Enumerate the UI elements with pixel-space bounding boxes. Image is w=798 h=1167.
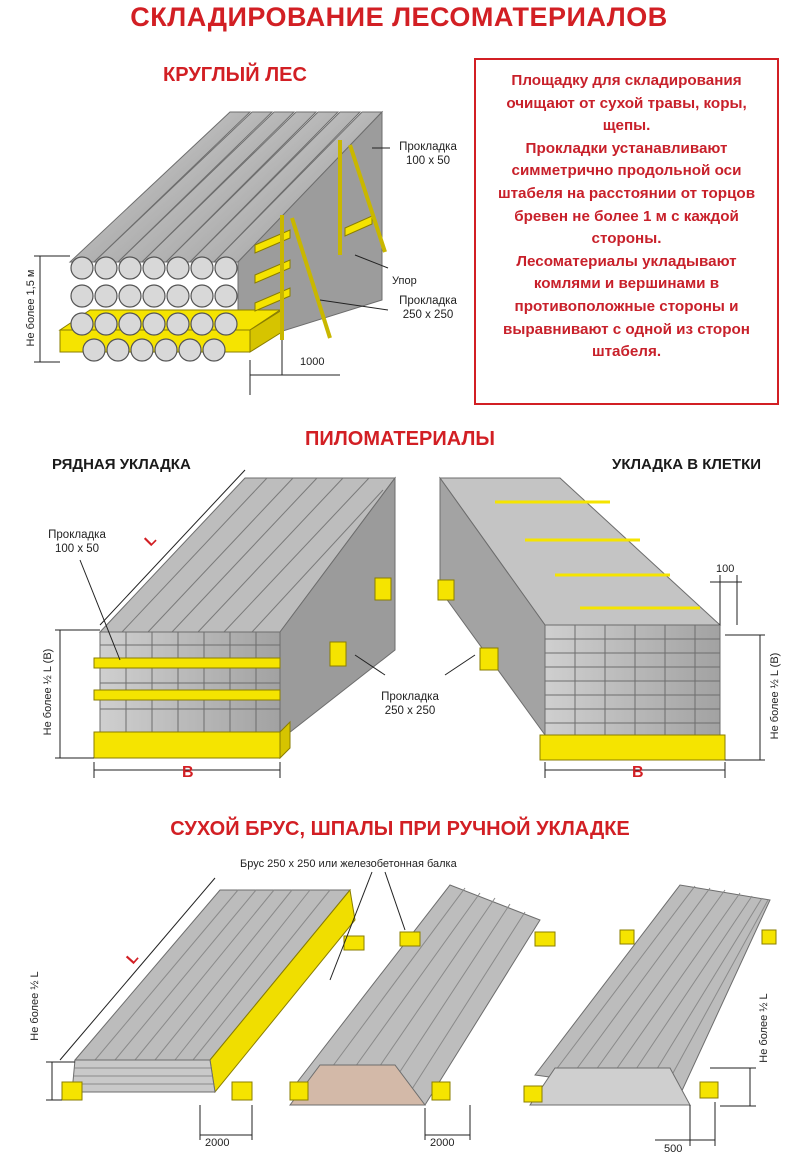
note-paragraph: Прокладки устанавливают симметрично прод… (497, 139, 756, 248)
row-stacking-title: РЯДНАЯ УКЛАДКА (52, 456, 191, 473)
label-B-right: B (632, 764, 644, 781)
label-pad-250x250: Прокладка 250 x 250 (399, 295, 457, 321)
dim-100: 100 (716, 563, 735, 575)
beam-stack-3 (523, 884, 777, 1106)
beam-stack-1 (61, 888, 365, 1101)
round-timber-stack (34, 110, 390, 395)
dim-1000: 1000 (300, 356, 325, 368)
note-paragraph: Площадку для складирования очищают от су… (506, 72, 747, 135)
label-stop: Упор (392, 275, 417, 287)
label-height-left: Не более ½ L (B) (42, 648, 54, 736)
beam-stack-2 (289, 884, 556, 1106)
label-height-1-5m: Не более 1,5 м (25, 269, 37, 347)
label-pad-100x50: Прокладка 100 x 50 (399, 141, 457, 167)
page-title: СКЛАДИРОВАНИЕ ЛЕСОМАТЕРИАЛОВ (130, 2, 668, 32)
label-pad-250x250: Прокладка 250 x 250 (381, 691, 439, 717)
lumber-heading: ПИЛОМАТЕРИАЛЫ (304, 428, 496, 450)
label-height-right: Не более ½ L (B) (769, 652, 781, 740)
label-B-left: B (182, 764, 194, 781)
cage-stacking-title: УКЛАДКА В КЛЕТКИ (612, 456, 762, 473)
label-height-left: Не более ½ L (29, 971, 41, 1041)
dim-2000-a: 2000 (205, 1137, 230, 1149)
label-height-right: Не более ½ L (758, 993, 770, 1063)
dim-2000-b: 2000 (430, 1137, 455, 1149)
note-paragraph: Лесоматериалы укладывают комлями и верши… (503, 252, 750, 361)
beams-heading: СУХОЙ БРУС, ШПАЛЫ ПРИ РУЧНОЙ УКЛАДКЕ (170, 818, 630, 840)
beam-dimension-lines (46, 871, 756, 1146)
cage-stacking-diagram (437, 476, 765, 778)
label-beam-250x250: Брус 250 x 250 или железобетонная балка (240, 858, 457, 870)
round-timber-heading: КРУГЛЫЙ ЛЕС (163, 64, 307, 86)
row-stacking-diagram (55, 469, 476, 778)
storage-notes-box: Площадку для складирования очищают от су… (474, 58, 779, 405)
dim-500: 500 (664, 1143, 683, 1155)
storage-notes: Площадку для складирования очищают от су… (484, 70, 769, 364)
label-pad-100x50: Прокладка 100 x 50 (48, 529, 106, 555)
